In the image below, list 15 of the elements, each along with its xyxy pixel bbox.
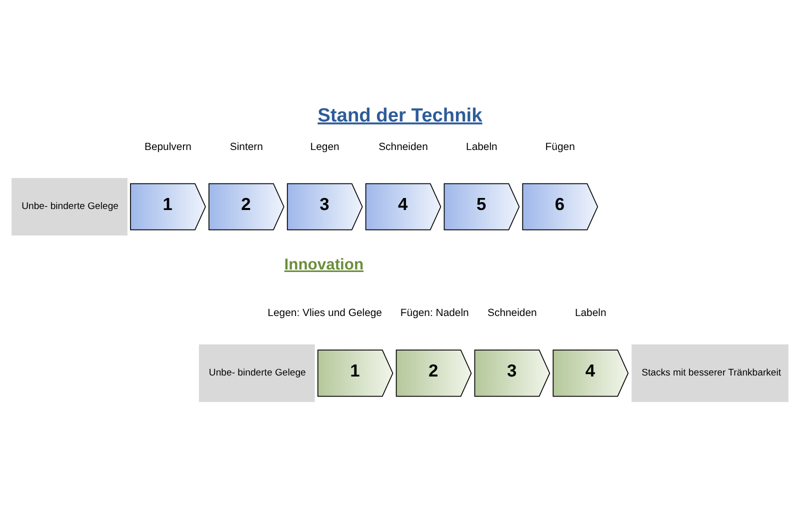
node-box: Stacks mit besserer Tränkbarkeit [632,344,788,402]
node-label: Bepulvern [144,142,192,153]
node-label: Sintern [230,142,263,153]
node-box: Unbe- binderte Gelege [198,344,315,402]
node-label: Schneiden [378,142,428,153]
node-label: Legen: Vlies und Gelege [268,308,382,320]
node-box: Unbe- binderte Gelege [12,178,128,236]
node-label: Fügen [545,142,575,153]
node-label: Schneiden [488,308,537,320]
node-label: Labeln [574,308,606,320]
node-label: Fügen: Nadeln [400,308,469,320]
label: Innovation [284,256,364,274]
diagram-title: Stand der Technik [318,105,482,126]
node-label: Labeln [466,142,498,153]
node-label: Legen [310,142,340,153]
